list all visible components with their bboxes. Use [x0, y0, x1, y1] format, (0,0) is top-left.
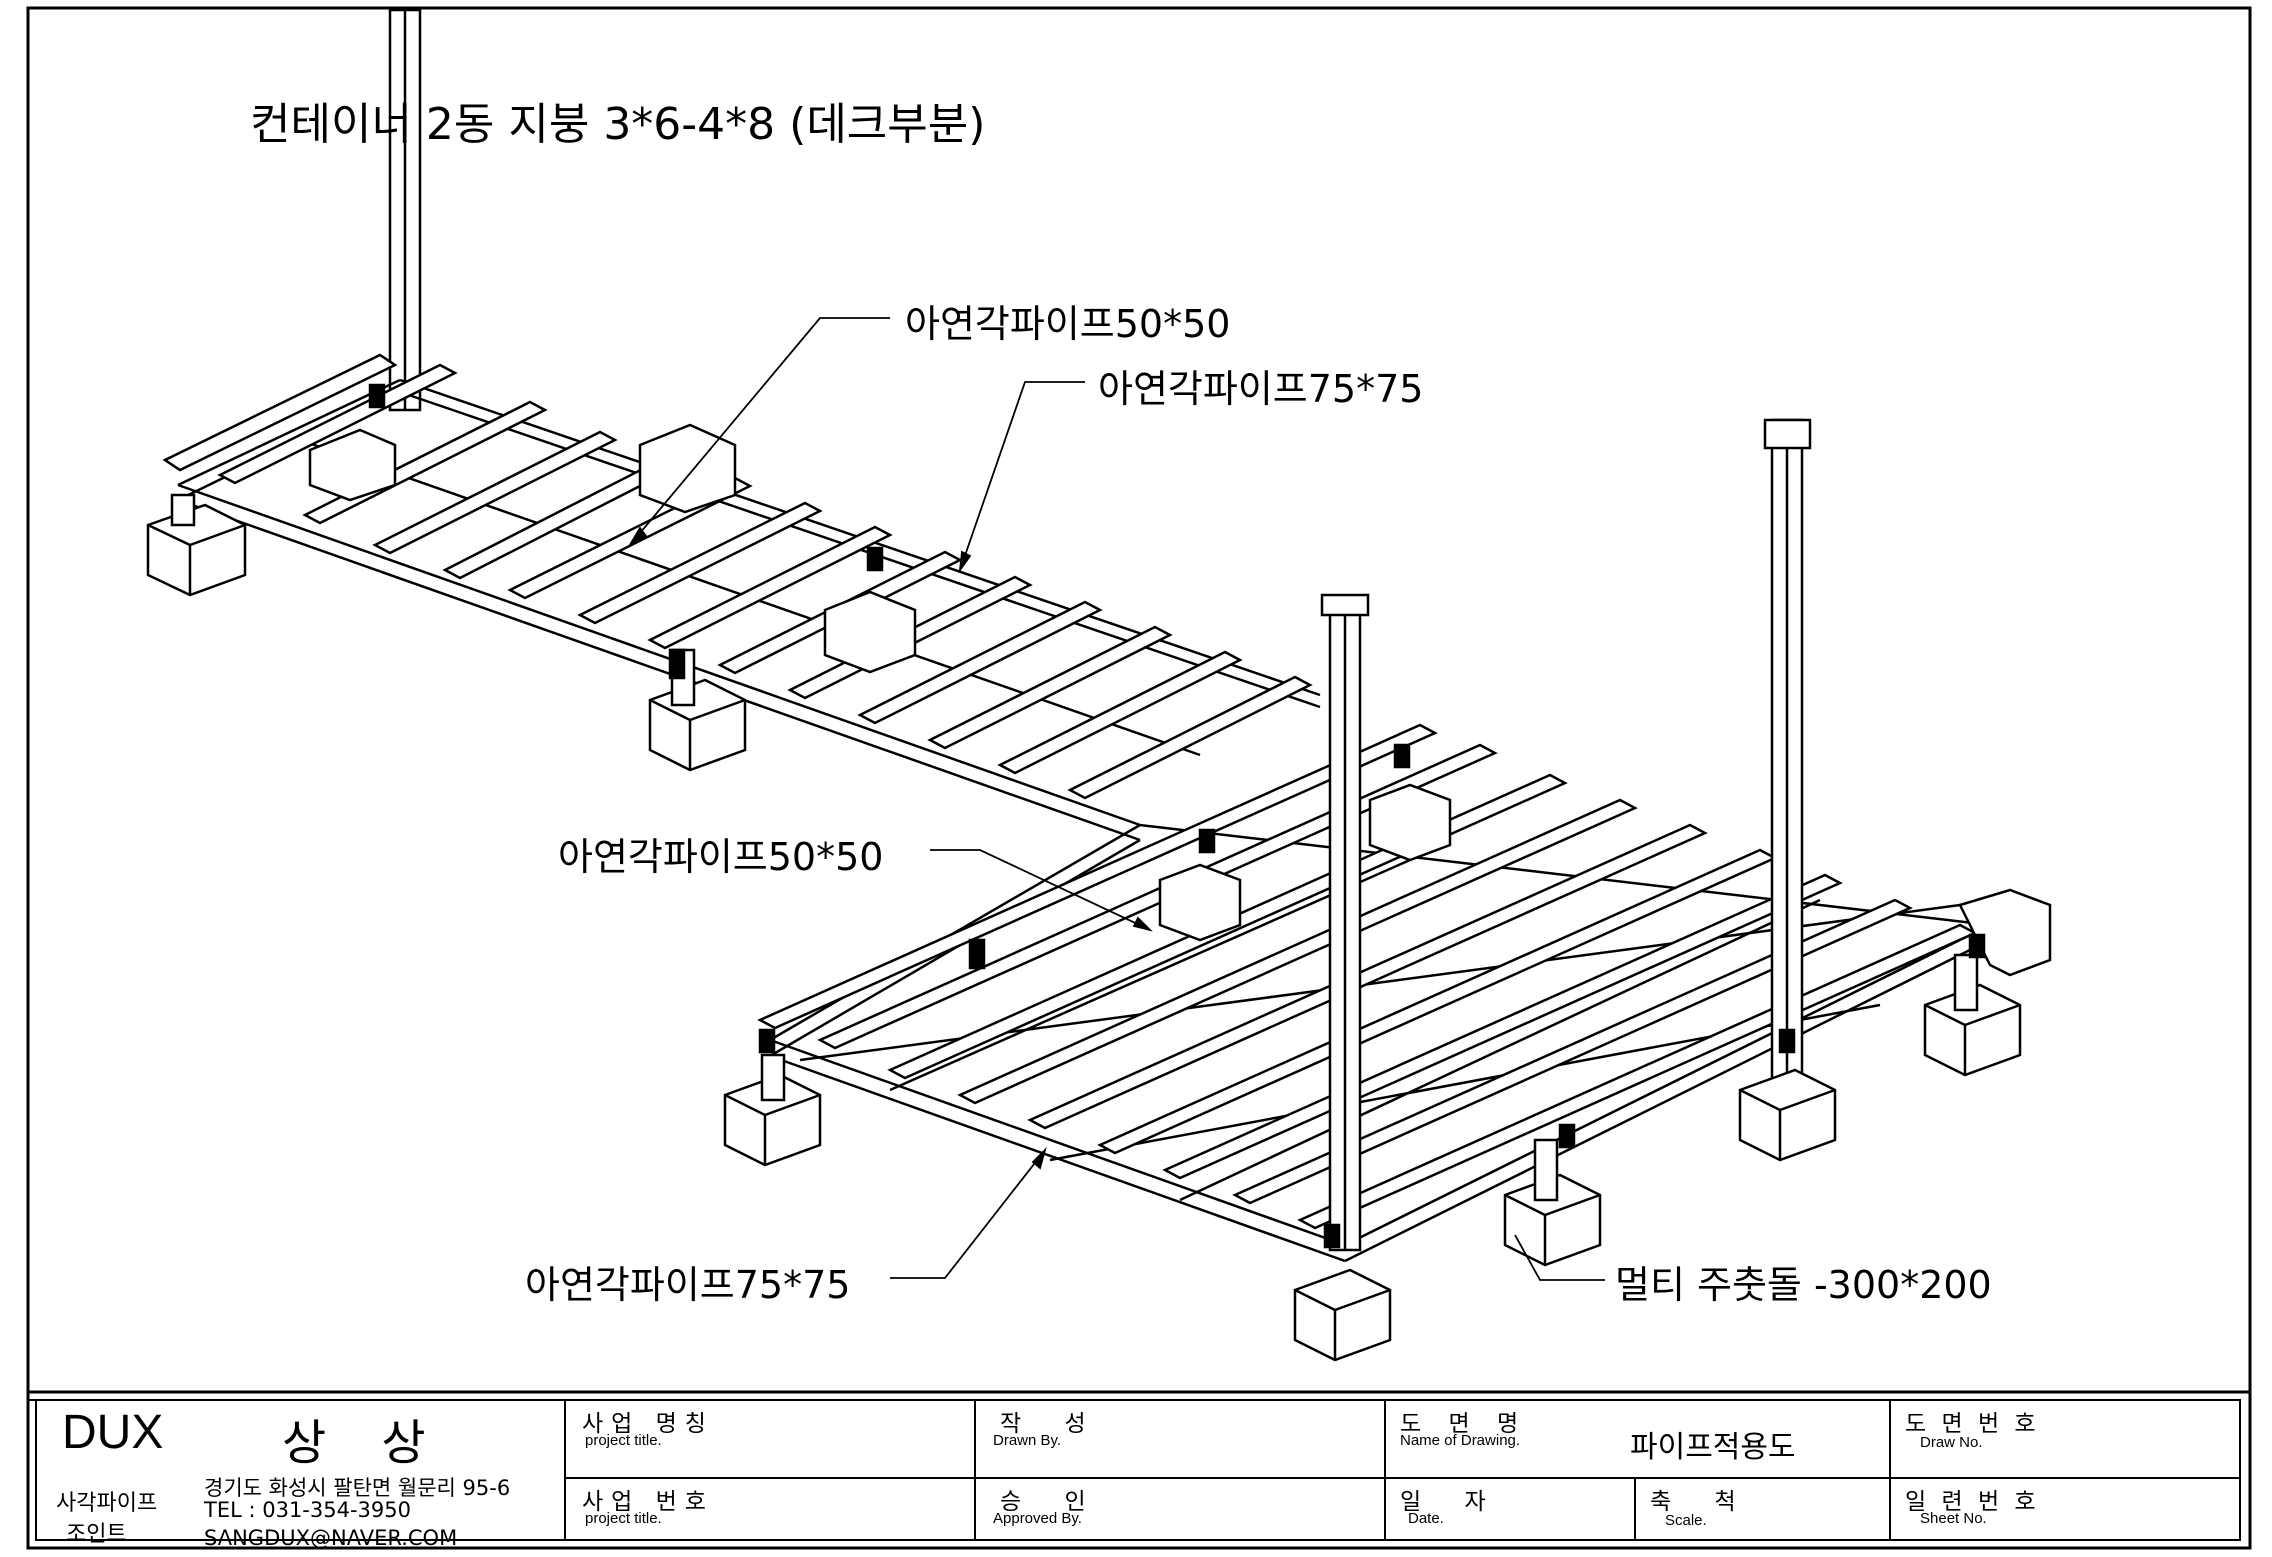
- product-line-2: 조인트: [66, 1522, 127, 1547]
- lower-crossbars[interactable]: [757, 723, 1978, 1230]
- sheet-border: [26, 6, 2252, 1550]
- label-pipe-50-mid: 아연각파이프50*50: [558, 835, 884, 879]
- field-drawing-name: 도 면 명: [1400, 1411, 1529, 1437]
- company-name: 상 상: [282, 1415, 446, 1471]
- product-line-1: 사각파이프: [56, 1491, 158, 1516]
- title-block-grid: [28, 1390, 2250, 1541]
- leader-pipe-75-bottom: [890, 1149, 1046, 1279]
- company-email: SANGDUX@NAVER.COM: [204, 1526, 458, 1550]
- label-pipe-75-top: 아연각파이프75*75: [1098, 367, 1424, 411]
- joint-connectors: [368, 383, 1986, 1249]
- label-pipe-75-bottom: 아연각파이프75*75: [525, 1263, 851, 1307]
- field-date: 일 자: [1400, 1489, 1504, 1515]
- field-date-en: Date.: [1408, 1510, 1444, 1527]
- leader-foundation: [1514, 1234, 1605, 1281]
- foundation-stones-lower: [723, 783, 2052, 1362]
- field-project-name-en: project title.: [585, 1432, 662, 1449]
- drawing-name-value: 파이프적용도: [1630, 1430, 1796, 1465]
- field-project-no-en: project title.: [585, 1510, 662, 1527]
- brand-logo-text: DUX: [62, 1406, 164, 1459]
- vertical-posts-lower: [1320, 418, 1812, 1252]
- leader-pipe-75-top: [959, 381, 1085, 571]
- label-pipe-50-top: 아연각파이프50*50: [905, 302, 1231, 346]
- field-sheet-no-en: Sheet No.: [1920, 1510, 1987, 1527]
- field-drawn: 작 성: [1000, 1411, 1104, 1437]
- field-project-name: 사업 명칭: [582, 1411, 714, 1437]
- field-project-no: 사업 번호: [582, 1489, 714, 1515]
- field-drawing-no: 도 면 번 호: [1905, 1411, 2040, 1437]
- field-approved: 승 인: [1000, 1489, 1104, 1515]
- field-drawn-en: Drawn By.: [993, 1432, 1062, 1449]
- field-scale: 축 척: [1650, 1489, 1754, 1515]
- field-approved-en: Approved By.: [993, 1510, 1082, 1527]
- field-sheet-no: 일 련 번 호: [1905, 1489, 2040, 1515]
- upper-crossbars[interactable]: [162, 353, 1313, 800]
- company-tel: TEL : 031-354-3950: [204, 1498, 411, 1522]
- leader-pipe-50-mid: [930, 849, 1151, 931]
- drawing-title: 컨테이너 2동 지붕 3*6-4*8 (데크부분): [250, 99, 986, 150]
- tall-post-left: [388, 8, 422, 412]
- field-scale-en: Scale.: [1665, 1512, 1707, 1529]
- company-address: 경기도 화성시 팔탄면 월문리 95-6: [204, 1476, 511, 1500]
- leader-lines: [627, 317, 1605, 1281]
- label-foundation: 멀티 주춧돌 -300*200: [1615, 1263, 1992, 1307]
- leader-pipe-50-top: [629, 317, 890, 546]
- field-drawing-no-en: Draw No.: [1920, 1434, 1983, 1451]
- field-drawing-name-en: Name of Drawing.: [1400, 1432, 1521, 1449]
- deck-structure: [146, 8, 2052, 1362]
